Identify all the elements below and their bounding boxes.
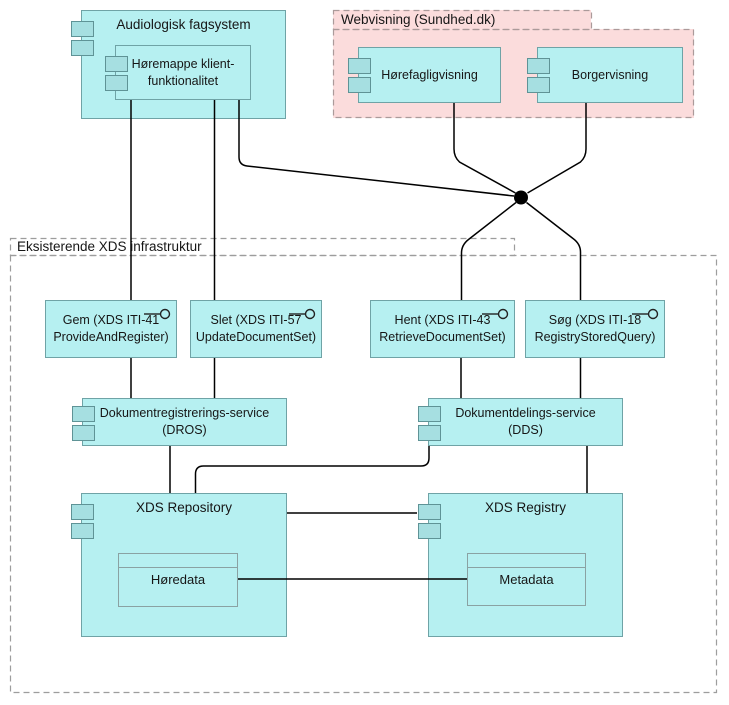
component-icon (71, 504, 94, 520)
component-title: XDS Registry (484, 500, 567, 515)
component-title-line1: Dokumentdelings-service (455, 406, 596, 420)
interface-hent: Hent (XDS ITI-43 RetrieveDocumentSet) (370, 300, 515, 358)
interface-label-line1: Hent (XDS ITI-43 (394, 313, 491, 327)
component-icon (71, 523, 94, 539)
interface-label-line1: Søg (XDS ITI-18 (548, 313, 642, 327)
component-icon (418, 406, 441, 422)
component-icon (72, 425, 95, 441)
component-horemappe-klientfunktionalitet: Høremappe klient- funktionalitet (105, 45, 251, 100)
component-title-line1: Høremappe klient- (131, 56, 235, 71)
component-icon (527, 77, 550, 93)
interface-label-line2: ProvideAndRegister) (53, 330, 169, 344)
component-title: XDS Repository (135, 500, 233, 515)
interface-label-line2: RetrieveDocumentSet) (379, 330, 506, 344)
interface-label-line2: UpdateDocumentSet) (195, 330, 317, 344)
component-icon (418, 523, 441, 539)
component-icon (418, 504, 441, 520)
interface-slet: Slet (XDS ITI-57 UpdateDocumentSet) (190, 300, 322, 358)
component-icon (348, 58, 371, 74)
component-title-line2: (DROS) (162, 423, 207, 437)
artifact-label: Høredata (150, 572, 206, 587)
junction-dot (514, 190, 528, 205)
component-dros: Dokumentregistrerings-service (DROS) (72, 398, 287, 446)
component-title-line2: funktionalitet (147, 73, 219, 88)
component-icon (72, 406, 95, 422)
lollipop-interface-icon (632, 308, 659, 320)
component-title: Hørefagligvisning (381, 67, 478, 82)
xds-infrastruktur-package-label: Eksisterende XDS infrastruktur (17, 239, 202, 254)
interface-soeg: Søg (XDS ITI-18 RegistryStoredQuery) (525, 300, 665, 358)
component-icon (418, 425, 441, 441)
component-horefagligvisning: Hørefagligvisning (348, 47, 501, 103)
component-dds: Dokumentdelings-service (DDS) (418, 398, 623, 446)
component-icon (71, 21, 94, 37)
component-icon (527, 58, 550, 74)
interface-label-line2: RegistryStoredQuery) (534, 330, 656, 344)
artifact-label: Metadata (499, 572, 554, 587)
webvisning-package-label: Webvisning (Sundhed.dk) (341, 12, 496, 27)
component-borgervisning: Borgervisning (527, 47, 683, 103)
lollipop-interface-icon (482, 308, 509, 320)
component-title-line2: (DDS) (508, 423, 543, 437)
component-title: Borgervisning (571, 67, 649, 82)
component-icon (348, 77, 371, 93)
lollipop-interface-icon (289, 308, 316, 320)
component-title-line1: Dokumentregistrerings-service (99, 406, 270, 420)
lollipop-interface-icon (144, 308, 171, 320)
component-icon (105, 56, 128, 72)
artifact-horedata: Høredata (118, 553, 238, 607)
component-title: Audiologisk fagsystem (116, 17, 251, 32)
interface-gem: Gem (XDS ITI-41 ProvideAndRegister) (45, 300, 177, 358)
component-icon (105, 75, 128, 91)
component-icon (71, 40, 94, 56)
artifact-header (119, 554, 237, 568)
artifact-header (468, 554, 585, 568)
artifact-metadata: Metadata (467, 553, 586, 606)
